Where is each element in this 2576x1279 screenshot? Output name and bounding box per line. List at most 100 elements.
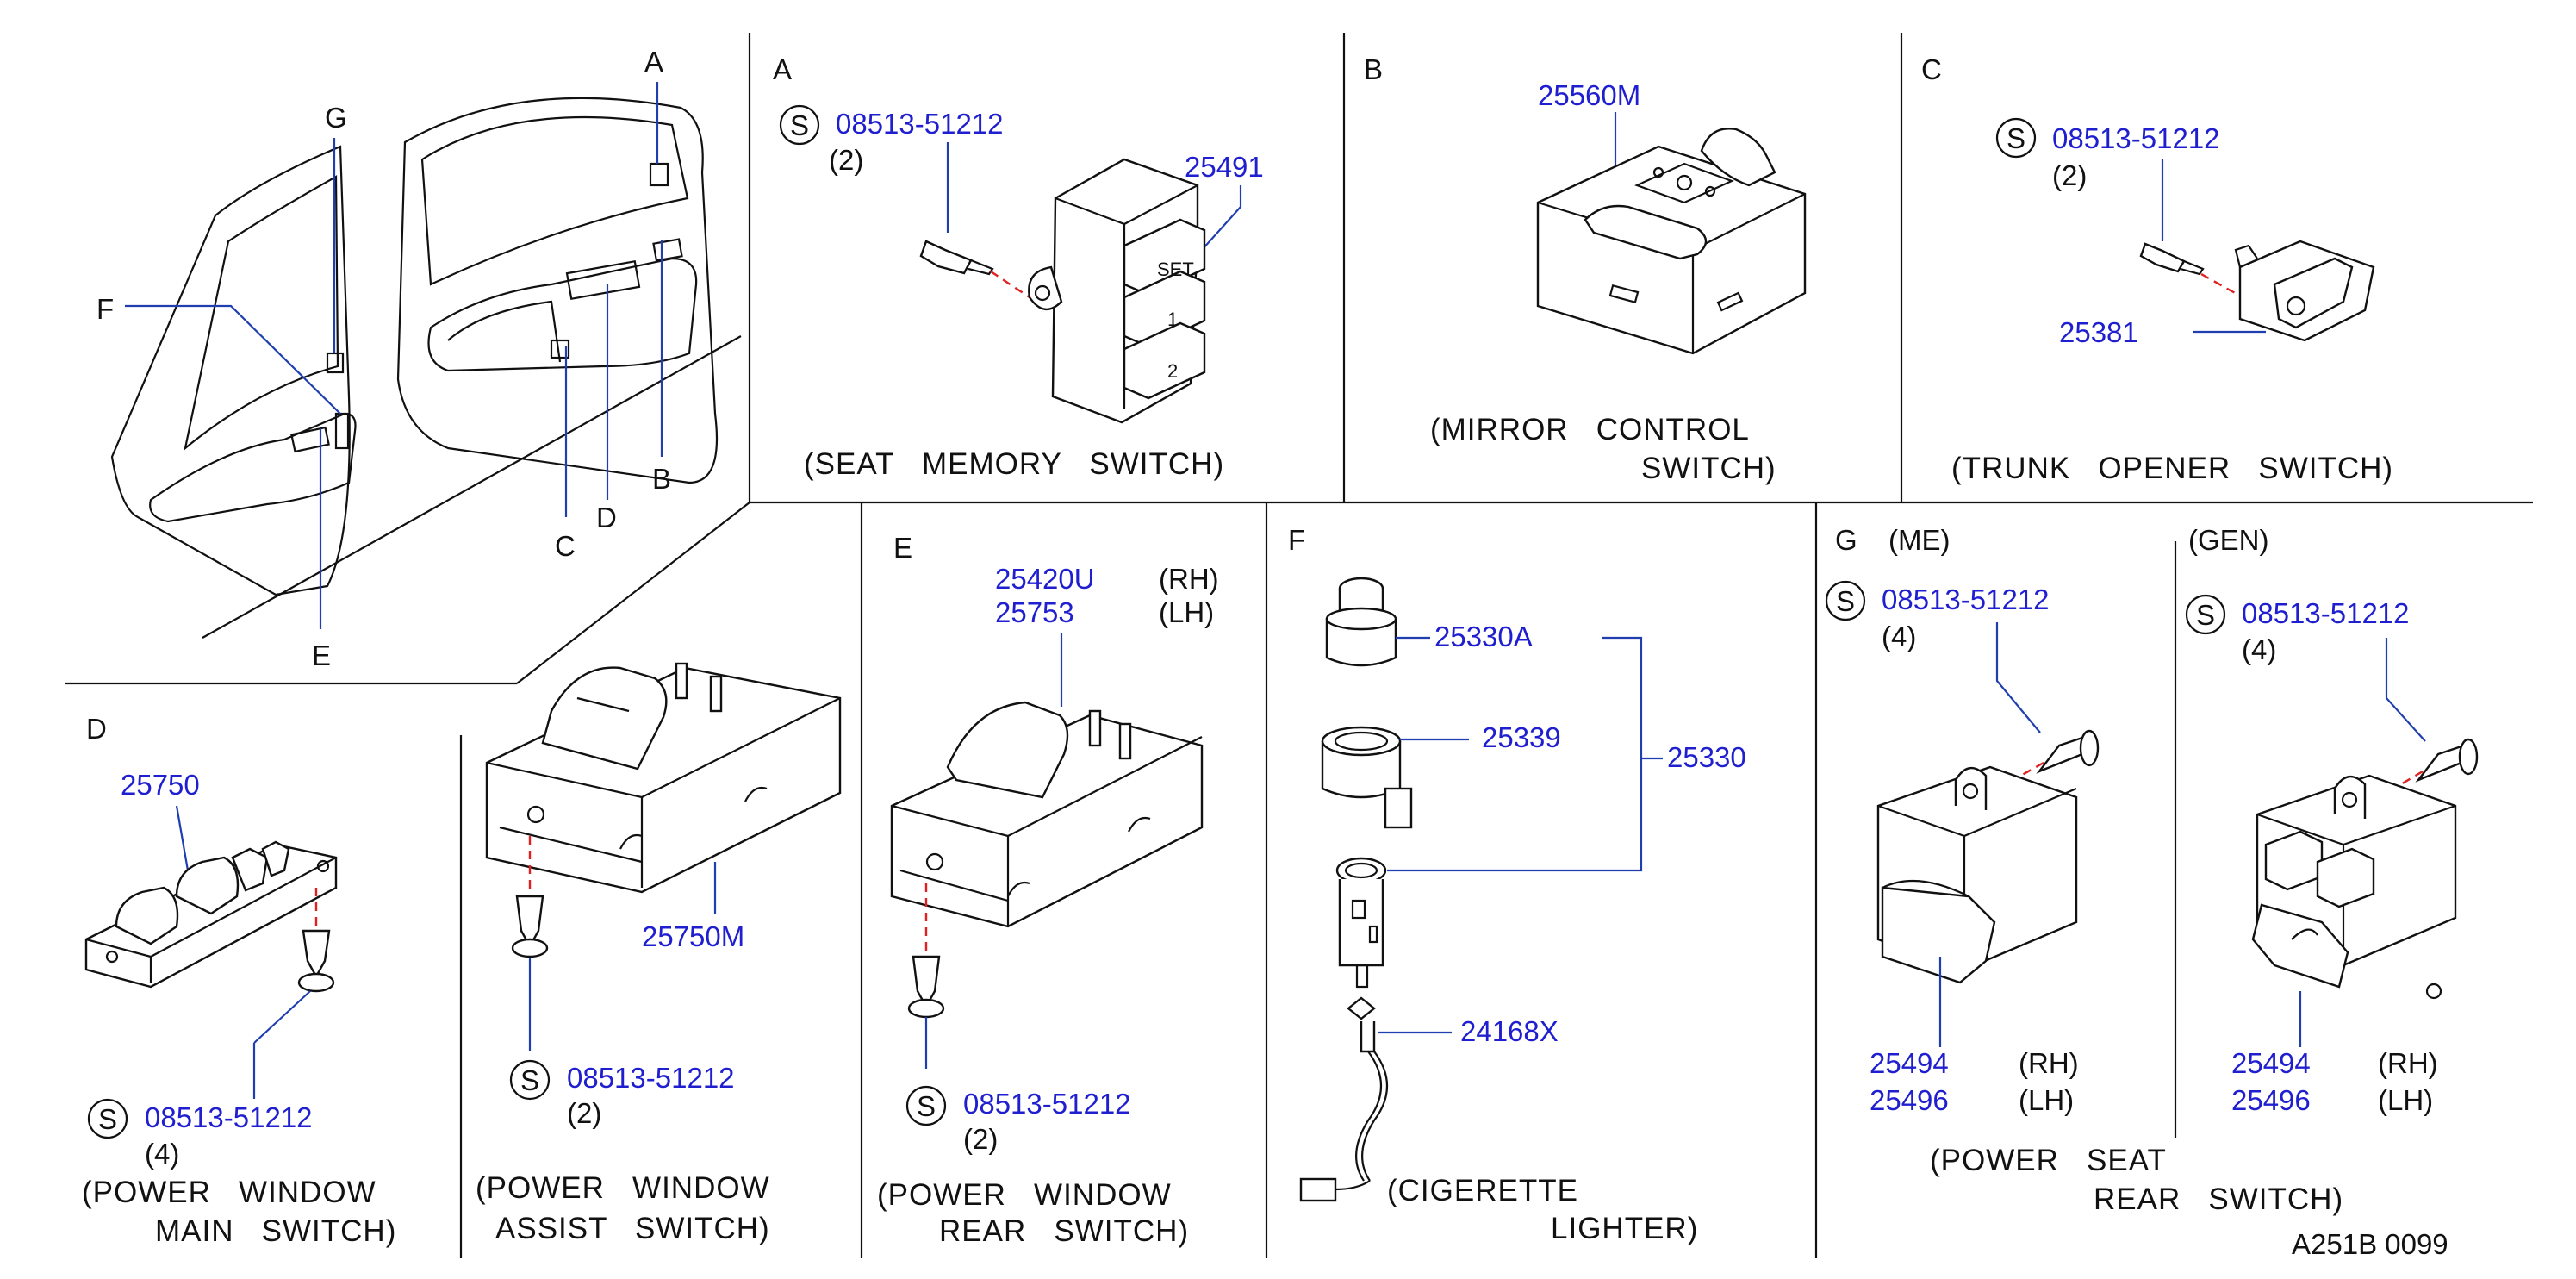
panel-g-me-part-rh: 25494: [1870, 1047, 1949, 1079]
panel-f-letter: F: [1288, 524, 1305, 556]
panel-c-part: 25381: [2059, 316, 2138, 348]
panel-d2-screw-qty: (2): [567, 1097, 601, 1129]
panel-d2-screw-symbol: S: [520, 1064, 539, 1096]
screw-icon: [2139, 242, 2205, 276]
panel-g-me-screw-symbol: S: [1836, 585, 1855, 617]
panel-d-screw-symbol: S: [98, 1103, 117, 1135]
overview-label-b: B: [652, 463, 671, 495]
power-window-assist-switch-icon: [485, 662, 842, 894]
seat-memory-switch-icon: [1028, 158, 1206, 424]
power-window-rear-switch-icon: [890, 701, 1204, 928]
panel-d2-caption-line1: (POWER WINDOW: [476, 1171, 770, 1205]
panel-g-gen-screw-qty: (4): [2242, 633, 2276, 665]
panel-b-part: 25560M: [1538, 79, 1640, 111]
lighter-knob-icon: [1325, 577, 1397, 667]
panel-g-me-label: (ME): [1888, 524, 1950, 556]
panel-g-me-part-lh: 25496: [1870, 1084, 1949, 1116]
wire-harness-icon: [1299, 996, 1389, 1202]
panel-f-caption-line1: (CIGERETTE: [1387, 1174, 1578, 1207]
overview-label-c: C: [555, 530, 576, 562]
panel-d2-part: 25750M: [642, 920, 744, 952]
panel-c-screw-qty: (2): [2052, 159, 2087, 191]
panel-a-screw-part: 08513-51212: [836, 108, 1004, 140]
lighter-socket-icon: [1335, 857, 1387, 989]
panel-e-screw-qty: (2): [963, 1123, 998, 1155]
panel-g-me-screw-qty: (4): [1882, 621, 1916, 652]
panel-g-letter: G: [1835, 524, 1857, 556]
panel-b-caption-line1: (MIRROR CONTROL: [1430, 413, 1750, 446]
panel-g-gen-rh: (RH): [2378, 1047, 2438, 1079]
panel-e-rh: (RH): [1159, 563, 1219, 595]
screw-symbol-icon: [509, 1059, 551, 1101]
mirror-control-switch-icon: [1536, 128, 1807, 355]
lighter-socket-ring-icon: [1321, 726, 1413, 829]
screw-symbol-icon: [2185, 594, 2226, 635]
panel-g-caption-line1: (POWER SEAT: [1930, 1144, 2167, 1177]
panel-d2-caption-line2: ASSIST SWITCH): [495, 1212, 770, 1245]
panel-c-caption: (TRUNK OPENER SWITCH): [1951, 452, 2393, 485]
panel-a-screw-qty: (2): [829, 144, 863, 176]
panel-a-screw-symbol: S: [790, 109, 809, 141]
panel-f-part-24168x: 24168X: [1460, 1015, 1559, 1047]
panel-f-caption-line2: LIGHTER): [1551, 1212, 1698, 1245]
panel-g-gen-part-lh: 25496: [2231, 1084, 2311, 1116]
panel-b-letter: B: [1364, 53, 1383, 85]
overview-label-f: F: [96, 293, 114, 325]
divider-lines: [65, 33, 2533, 1258]
screw-symbol-icon: [87, 1098, 128, 1139]
panel-g-me-lh: (LH): [2019, 1084, 2074, 1116]
panel-e-caption-line1: (POWER WINDOW: [877, 1178, 1172, 1212]
panel-f-part-25339: 25339: [1482, 721, 1561, 753]
panel-e-part-lh: 25753: [995, 596, 1074, 628]
panel-d2-screw-part: 08513-51212: [567, 1062, 735, 1094]
screw-icon: [511, 895, 549, 958]
screw-icon: [919, 240, 994, 276]
screw-symbol-icon: [1825, 580, 1866, 621]
panel-d-screw-qty: (4): [145, 1138, 179, 1170]
panel-a-key-1: 1: [1167, 309, 1178, 330]
panel-c-screw-symbol: S: [2007, 122, 2025, 154]
panel-e-screw-part: 08513-51212: [963, 1088, 1131, 1120]
diagram-id: A251B 0099: [2292, 1228, 2448, 1260]
panel-g-gen-screw-symbol: S: [2196, 599, 2215, 631]
panel-g-me-screw-part: 08513-51212: [1882, 583, 2050, 615]
panel-a-key-2: 2: [1167, 360, 1178, 382]
screw-icon: [907, 955, 945, 1019]
overview-label-d: D: [596, 502, 617, 533]
screw-symbol-icon: [1995, 117, 2037, 159]
panel-d-letter: D: [86, 713, 107, 745]
panel-d-part: 25750: [121, 769, 200, 801]
door-overview: [110, 97, 742, 639]
overview-leaders: [125, 82, 663, 629]
panel-a-caption: (SEAT MEMORY SWITCH): [804, 447, 1224, 481]
panel-f-part-25330a: 25330A: [1434, 621, 1533, 652]
panel-a-part: 25491: [1185, 151, 1264, 183]
screw-symbol-icon: [905, 1085, 947, 1126]
panel-g-caption-line2: REAR SWITCH): [2094, 1182, 2343, 1216]
panel-g-gen-lh: (LH): [2378, 1084, 2433, 1116]
panel-c-letter: C: [1921, 53, 1942, 85]
panel-e-screw-symbol: S: [917, 1090, 936, 1122]
panel-g-me-rh: (RH): [2019, 1047, 2079, 1079]
trunk-opener-switch-icon: [2234, 240, 2375, 342]
panel-e-caption-line2: REAR SWITCH): [939, 1214, 1189, 1248]
panel-e-lh: (LH): [1159, 596, 1214, 628]
overview-label-e: E: [312, 640, 331, 671]
panel-a-letter: A: [773, 53, 792, 85]
screw-icon: [297, 929, 335, 993]
overview-label-a: A: [644, 46, 663, 78]
power-window-main-switch-icon: [84, 840, 338, 989]
panel-d-caption-line1: (POWER WINDOW: [82, 1176, 376, 1209]
power-seat-switch-gen-icon: [2251, 774, 2457, 1000]
panel-e-part-rh: 25420U: [995, 563, 1095, 595]
panel-a-key-set: SET: [1157, 259, 1194, 280]
panel-g-gen-screw-part: 08513-51212: [2242, 597, 2410, 629]
panel-d-caption-line2: MAIN SWITCH): [155, 1214, 396, 1248]
panel-d-screw-part: 08513-51212: [145, 1101, 313, 1133]
screw-icon: [2036, 729, 2100, 774]
screw-symbol-icon: [779, 104, 820, 146]
panel-g-gen-part-rh: 25494: [2231, 1047, 2311, 1079]
panel-b-caption-line2: SWITCH): [1641, 452, 1776, 485]
panel-e-letter: E: [893, 532, 912, 564]
